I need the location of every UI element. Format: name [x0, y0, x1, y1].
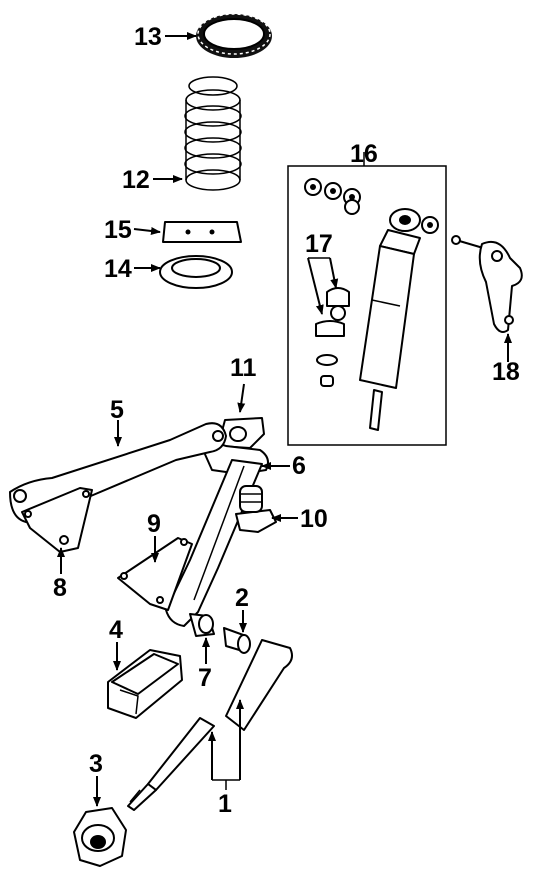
callout-17: 17	[305, 230, 333, 258]
mounting-bracket-8	[21, 487, 93, 553]
bump-stop-10	[235, 485, 277, 533]
callout-2: 2	[235, 584, 249, 612]
callout-12: 12	[122, 166, 150, 194]
callout-9: 9	[147, 510, 161, 538]
callout-8: 8	[53, 574, 67, 602]
bushing-2	[223, 627, 251, 654]
callout-4: 4	[109, 616, 123, 644]
knuckle-bracket-18	[451, 235, 523, 333]
callout-11: 11	[230, 354, 257, 382]
shock-bushings-17	[315, 287, 350, 387]
spring-seat-14	[159, 255, 233, 289]
rubber-mount-4	[107, 649, 183, 719]
callout-1: 1	[218, 790, 232, 818]
callout-10: 10	[300, 505, 328, 533]
callout-3: 3	[89, 750, 103, 778]
base-mount-3	[73, 807, 127, 867]
callout-13: 13	[134, 23, 162, 51]
bushing-7	[189, 613, 215, 637]
shock-hardware-16	[304, 178, 439, 234]
callout-6: 6	[292, 452, 306, 480]
callout-5: 5	[110, 396, 124, 424]
callout-leaders	[57, 32, 512, 807]
shock-absorber-group-box	[287, 165, 447, 446]
support-bracket-9	[117, 537, 193, 611]
spring-pad-15	[162, 221, 242, 243]
callout-15: 15	[104, 216, 132, 244]
callout-16: 16	[350, 140, 378, 168]
coil-spring-12	[184, 76, 242, 191]
callout-14: 14	[104, 255, 132, 283]
shock-absorber-16	[359, 208, 421, 431]
spring-insulator-13	[196, 13, 272, 58]
callout-18: 18	[492, 358, 520, 386]
callout-7: 7	[198, 664, 212, 692]
